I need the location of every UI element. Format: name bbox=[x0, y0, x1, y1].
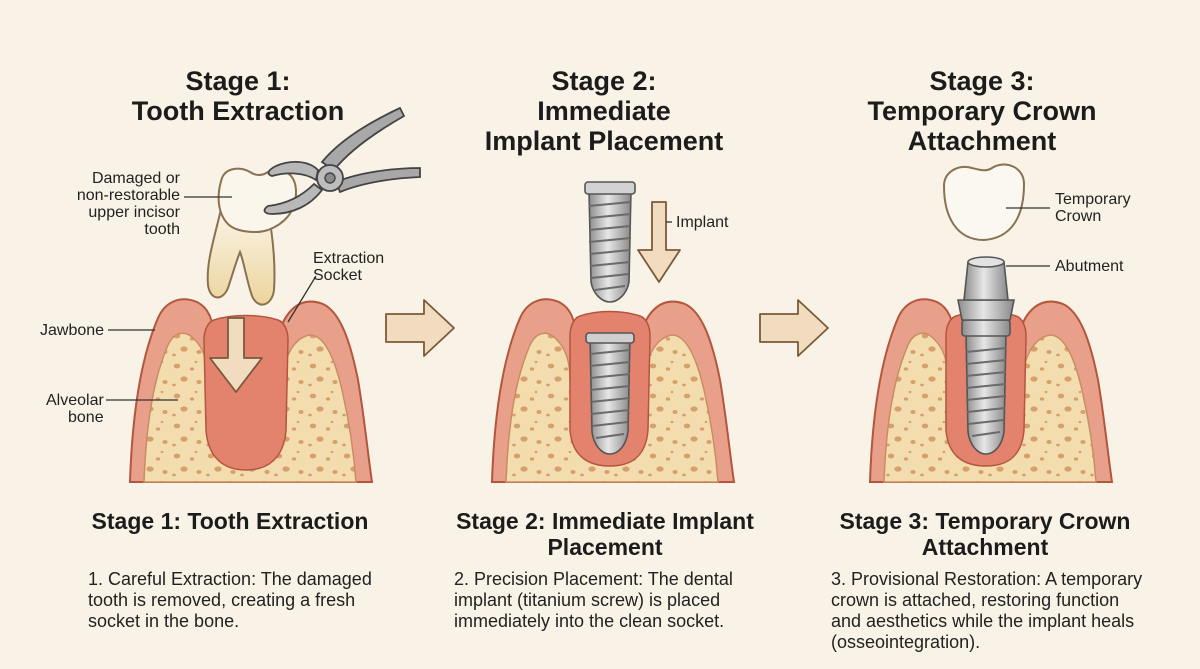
stage2-caption-text: 2. Precision Placement: The dental impla… bbox=[454, 569, 764, 632]
stage1-heading-line1: Stage 1: bbox=[185, 66, 291, 96]
stage3-implant bbox=[965, 333, 1007, 455]
label-temporary-crown: Temporary Crown bbox=[1055, 191, 1131, 225]
stage3-heading-line1: Stage 3: bbox=[929, 66, 1035, 96]
forceps-jaw-lower bbox=[263, 182, 324, 215]
stage2-caption-title-line1: Stage 2: Immediate Implant bbox=[456, 508, 754, 534]
stage1-caption-text: 1. Careful Extraction: The damaged tooth… bbox=[88, 569, 388, 632]
label-damaged-tooth-line3: upper incisor bbox=[88, 204, 180, 221]
placed-implant bbox=[585, 332, 635, 455]
extraction-socket bbox=[203, 314, 289, 471]
forceps-handle-lower bbox=[334, 167, 421, 194]
label-temporary-crown-line1: Temporary bbox=[1055, 191, 1131, 208]
transition-arrow-1 bbox=[385, 299, 455, 357]
stage3-caption-line2: crown is attached, restoring function bbox=[831, 590, 1120, 610]
stage2-caption-line1: 2. Precision Placement: The dental bbox=[454, 569, 733, 589]
stage1-heading: Stage 1: Tooth Extraction bbox=[78, 66, 398, 126]
forceps-handle-upper bbox=[320, 106, 406, 172]
floating-implant bbox=[584, 181, 636, 303]
stage3-caption-line3: and aesthetics while the implant heals bbox=[831, 611, 1135, 631]
stage3-heading-line3: Attachment bbox=[907, 126, 1057, 156]
stage3-caption-title-line2: Attachment bbox=[921, 534, 1049, 560]
stage2-caption-title-line2: Placement bbox=[547, 534, 663, 560]
forceps-jaw-upper bbox=[267, 161, 319, 182]
stage3-leader-lines bbox=[1006, 207, 1050, 267]
stage1-caption-line2: tooth is removed, creating a fresh bbox=[88, 590, 356, 610]
label-damaged-tooth-line1: Damaged or bbox=[91, 170, 180, 187]
label-extraction-socket-line2: Socket bbox=[313, 267, 362, 284]
stage2-heading-line3: Implant Placement bbox=[484, 126, 724, 156]
transition-arrow-2 bbox=[759, 299, 829, 357]
stage3-caption-line1: 3. Provisional Restoration: A temporary bbox=[831, 569, 1143, 589]
forceps bbox=[263, 106, 421, 215]
stage2-heading-line2: Immediate bbox=[537, 96, 671, 126]
label-implant: Implant bbox=[676, 214, 729, 231]
label-damaged-tooth: Damaged or non-restorable upper incisor … bbox=[60, 170, 180, 238]
label-alveolar-bone-line2: bone bbox=[68, 409, 104, 426]
stage1-leader-lines bbox=[106, 196, 317, 401]
label-jawbone: Jawbone bbox=[40, 322, 105, 339]
temporary-crown bbox=[942, 163, 1026, 242]
label-extraction-socket-line1: Extraction bbox=[313, 250, 385, 267]
label-abutment: Abutment bbox=[1055, 258, 1124, 275]
stage3-heading-line2: Temporary Crown bbox=[867, 96, 1097, 126]
stage2-heading-line1: Stage 2: bbox=[551, 66, 657, 96]
stage2-heading: Stage 2: Immediate Implant Placement bbox=[444, 66, 764, 156]
stage3-caption-line4: (osseointegration). bbox=[831, 632, 981, 652]
stage1-heading-line2: Tooth Extraction bbox=[131, 96, 345, 126]
stage1-caption-line1: 1. Careful Extraction: The damaged bbox=[88, 569, 372, 589]
extracted-tooth bbox=[206, 167, 298, 306]
label-extraction-socket: Extraction Socket bbox=[313, 250, 384, 284]
stage3-caption-text: 3. Provisional Restoration: A temporary … bbox=[831, 569, 1181, 653]
stage2-caption-title: Stage 2: Immediate Implant Placement bbox=[430, 508, 780, 560]
stage2-down-arrow bbox=[637, 201, 681, 283]
label-damaged-tooth-line4: tooth bbox=[144, 221, 180, 238]
stage3-caption-title-line1: Stage 3: Temporary Crown bbox=[839, 508, 1131, 534]
stage1-caption-line3: socket in the bone. bbox=[88, 611, 240, 631]
label-alveolar-bone: Alveolar bone bbox=[46, 392, 104, 426]
label-alveolar-bone-line1: Alveolar bbox=[46, 392, 104, 409]
abutment bbox=[957, 256, 1015, 337]
stage3-caption-title: Stage 3: Temporary Crown Attachment bbox=[815, 508, 1155, 560]
stage1-down-arrow bbox=[209, 317, 263, 393]
stage3-heading: Stage 3: Temporary Crown Attachment bbox=[822, 66, 1142, 156]
stage2-caption-line2: implant (titanium screw) is placed bbox=[454, 590, 721, 610]
label-temporary-crown-line2: Crown bbox=[1055, 208, 1102, 225]
stage1-jaw bbox=[128, 298, 374, 483]
label-damaged-tooth-line2: non-restorable bbox=[76, 187, 180, 204]
stage1-caption-title: Stage 1: Tooth Extraction bbox=[91, 508, 369, 534]
stage2-caption-line3: immediately into the clean socket. bbox=[454, 611, 725, 631]
tooth-crown bbox=[217, 167, 298, 233]
